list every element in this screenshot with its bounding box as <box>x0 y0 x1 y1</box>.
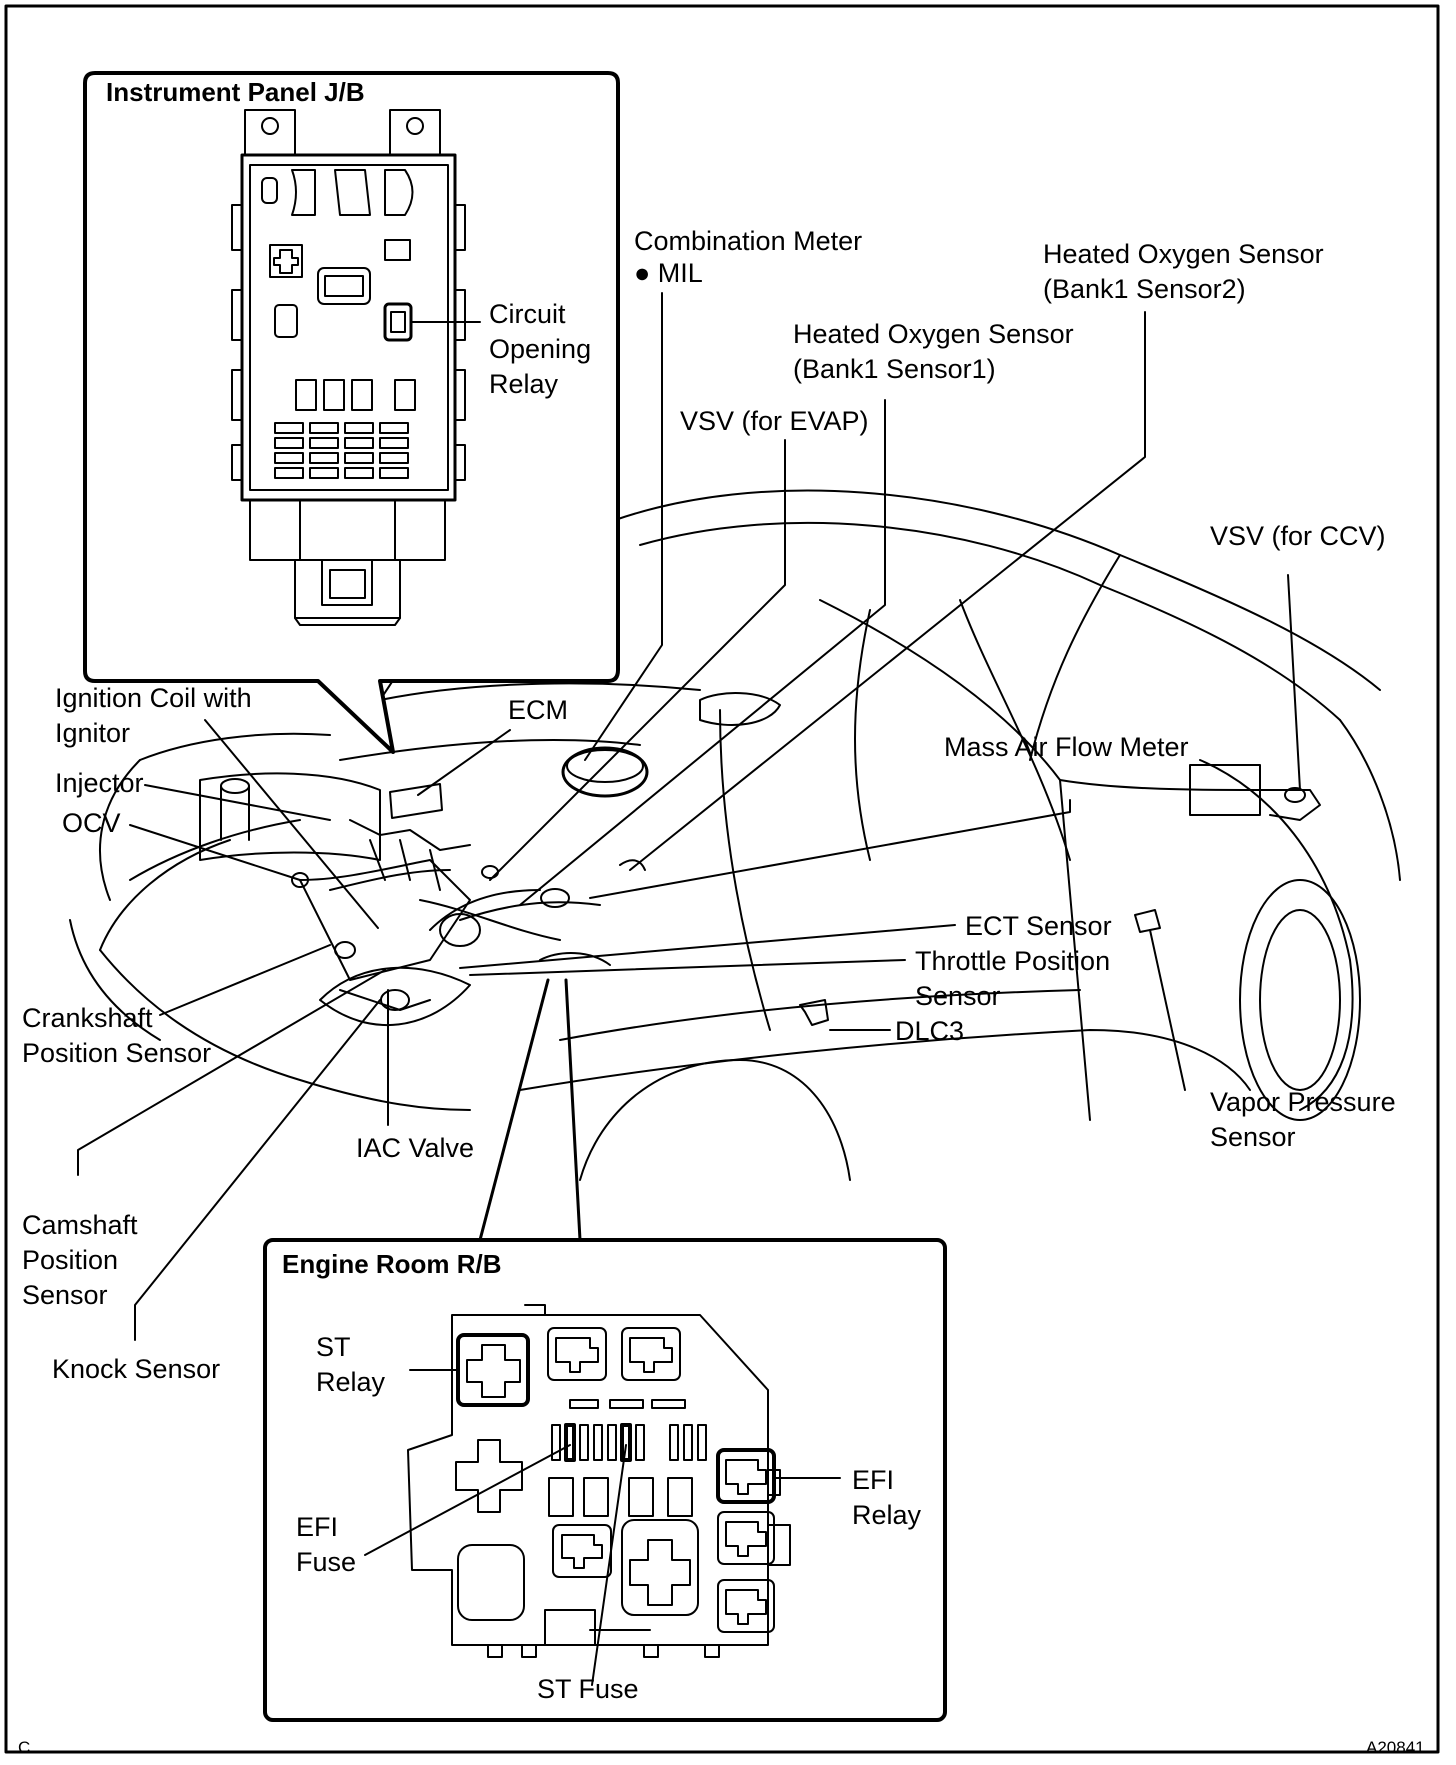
engine-room-box-frame <box>263 1238 947 1722</box>
hos-s2-line-2: (Bank1 Sensor2) <box>1043 274 1246 304</box>
corner-letter: C <box>18 1738 31 1757</box>
hos-bank1-sensor2-label: Heated Oxygen Sensor (Bank1 Sensor2) <box>1043 237 1324 307</box>
ecm-label: ECM <box>508 695 568 725</box>
vapor-line-1: Vapor Pressure <box>1210 1087 1396 1117</box>
efi-fuse-line-2: Fuse <box>296 1547 357 1577</box>
st-fuse-label: ST Fuse <box>537 1674 639 1704</box>
camshaft-label: Camshaft Position Sensor <box>22 1208 138 1313</box>
leader-injector <box>144 784 331 821</box>
crankshaft-label: Crankshaft Position Sensor <box>22 1001 211 1071</box>
camshaft-line-3: Sensor <box>22 1280 108 1310</box>
camshaft-line-1: Camshaft <box>22 1210 138 1240</box>
callout-engine-room-right <box>564 978 582 1242</box>
leader-vsv-ccv <box>1287 574 1301 791</box>
st-relay-line-2: Relay <box>316 1367 386 1397</box>
knock-sensor-label: Knock Sensor <box>52 1354 221 1384</box>
dlc3-label: DLC3 <box>895 1016 965 1046</box>
vsv-ccv-label: VSV (for CCV) <box>1210 521 1386 551</box>
combination-meter-label: Combination Meter <box>634 226 863 256</box>
engine-room-rb-drawing <box>364 1304 841 1686</box>
vsv-evap-label: VSV (for EVAP) <box>680 406 869 436</box>
ignition-coil-line-1: Ignition Coil with <box>55 683 252 713</box>
efi-relay-label: EFI Relay <box>852 1463 921 1533</box>
tps-line-1: Throttle Position <box>915 946 1111 976</box>
hos-s1-line-1: Heated Oxygen Sensor <box>793 319 1074 349</box>
instrument-panel-jb-title: Instrument Panel J/B <box>106 77 365 107</box>
leader-lines <box>77 292 1301 1341</box>
tps-label: Throttle Position Sensor <box>915 944 1110 1014</box>
engine-bay <box>199 746 1321 1026</box>
car-outline <box>69 489 1401 1181</box>
instrument-panel-box-frame <box>83 71 620 754</box>
efi-fuse-label: EFI Fuse <box>296 1510 356 1580</box>
tps-line-2: Sensor <box>915 981 1001 1011</box>
leader-crankshaft <box>159 944 331 1016</box>
callout-engine-room-left <box>478 978 550 1242</box>
figure-code: A20841 <box>1366 1738 1425 1757</box>
instrument-panel-jb-drawing <box>231 109 481 626</box>
leader-ect <box>459 924 956 969</box>
leader-ocv <box>129 824 301 881</box>
circuit-opening-relay-line-3: Relay <box>489 369 559 399</box>
ect-sensor-label: ECT Sensor <box>965 911 1112 941</box>
hos-s2-line-1: Heated Oxygen Sensor <box>1043 239 1324 269</box>
efi-relay-line-1: EFI <box>852 1465 895 1495</box>
leader-ecm <box>417 729 511 796</box>
injector-label: Injector <box>55 768 144 798</box>
ocv-label: OCV <box>62 808 121 838</box>
ignition-coil-label: Ignition Coil with Ignitor <box>55 681 252 751</box>
circuit-opening-relay-line-2: Opening <box>489 334 592 364</box>
leader-vsv-evap <box>489 439 786 881</box>
ignition-coil-line-2: Ignitor <box>55 718 131 748</box>
crankshaft-line-1: Crankshaft <box>22 1003 153 1033</box>
outer-frame <box>4 4 1440 1754</box>
maf-label: Mass Air Flow Meter <box>944 732 1189 762</box>
leader-hos-bank1-s2 <box>629 311 1146 871</box>
leader-hos-bank1-s1 <box>519 399 886 906</box>
vapor-line-2: Sensor <box>1210 1122 1296 1152</box>
hos-bank1-sensor1-label: Heated Oxygen Sensor (Bank1 Sensor1) <box>793 317 1074 387</box>
efi-fuse-line-1: EFI <box>296 1512 339 1542</box>
leader-knock <box>134 999 381 1341</box>
leader-vapor <box>1149 929 1186 1091</box>
hos-s1-line-2: (Bank1 Sensor1) <box>793 354 996 384</box>
leader-ignition-coil <box>204 719 379 929</box>
mil-label: ● MIL <box>634 258 703 288</box>
circuit-opening-relay-label: Circuit Opening Relay <box>489 297 591 402</box>
efi-relay-line-2: Relay <box>852 1500 922 1530</box>
leader-maf <box>589 799 1071 899</box>
crankshaft-line-2: Position Sensor <box>22 1038 212 1068</box>
iac-valve-label: IAC Valve <box>356 1133 475 1163</box>
vapor-pressure-label: Vapor Pressure Sensor <box>1210 1085 1396 1155</box>
circuit-opening-relay-line-1: Circuit <box>489 299 566 329</box>
leader-camshaft <box>77 969 386 1176</box>
leader-tps <box>469 959 906 976</box>
leader-combination-meter <box>584 292 663 761</box>
st-relay-line-1: ST <box>316 1332 351 1362</box>
st-relay-label: ST Relay <box>316 1330 385 1400</box>
camshaft-line-2: Position <box>22 1245 119 1275</box>
engine-room-rb-title: Engine Room R/B <box>282 1249 502 1279</box>
